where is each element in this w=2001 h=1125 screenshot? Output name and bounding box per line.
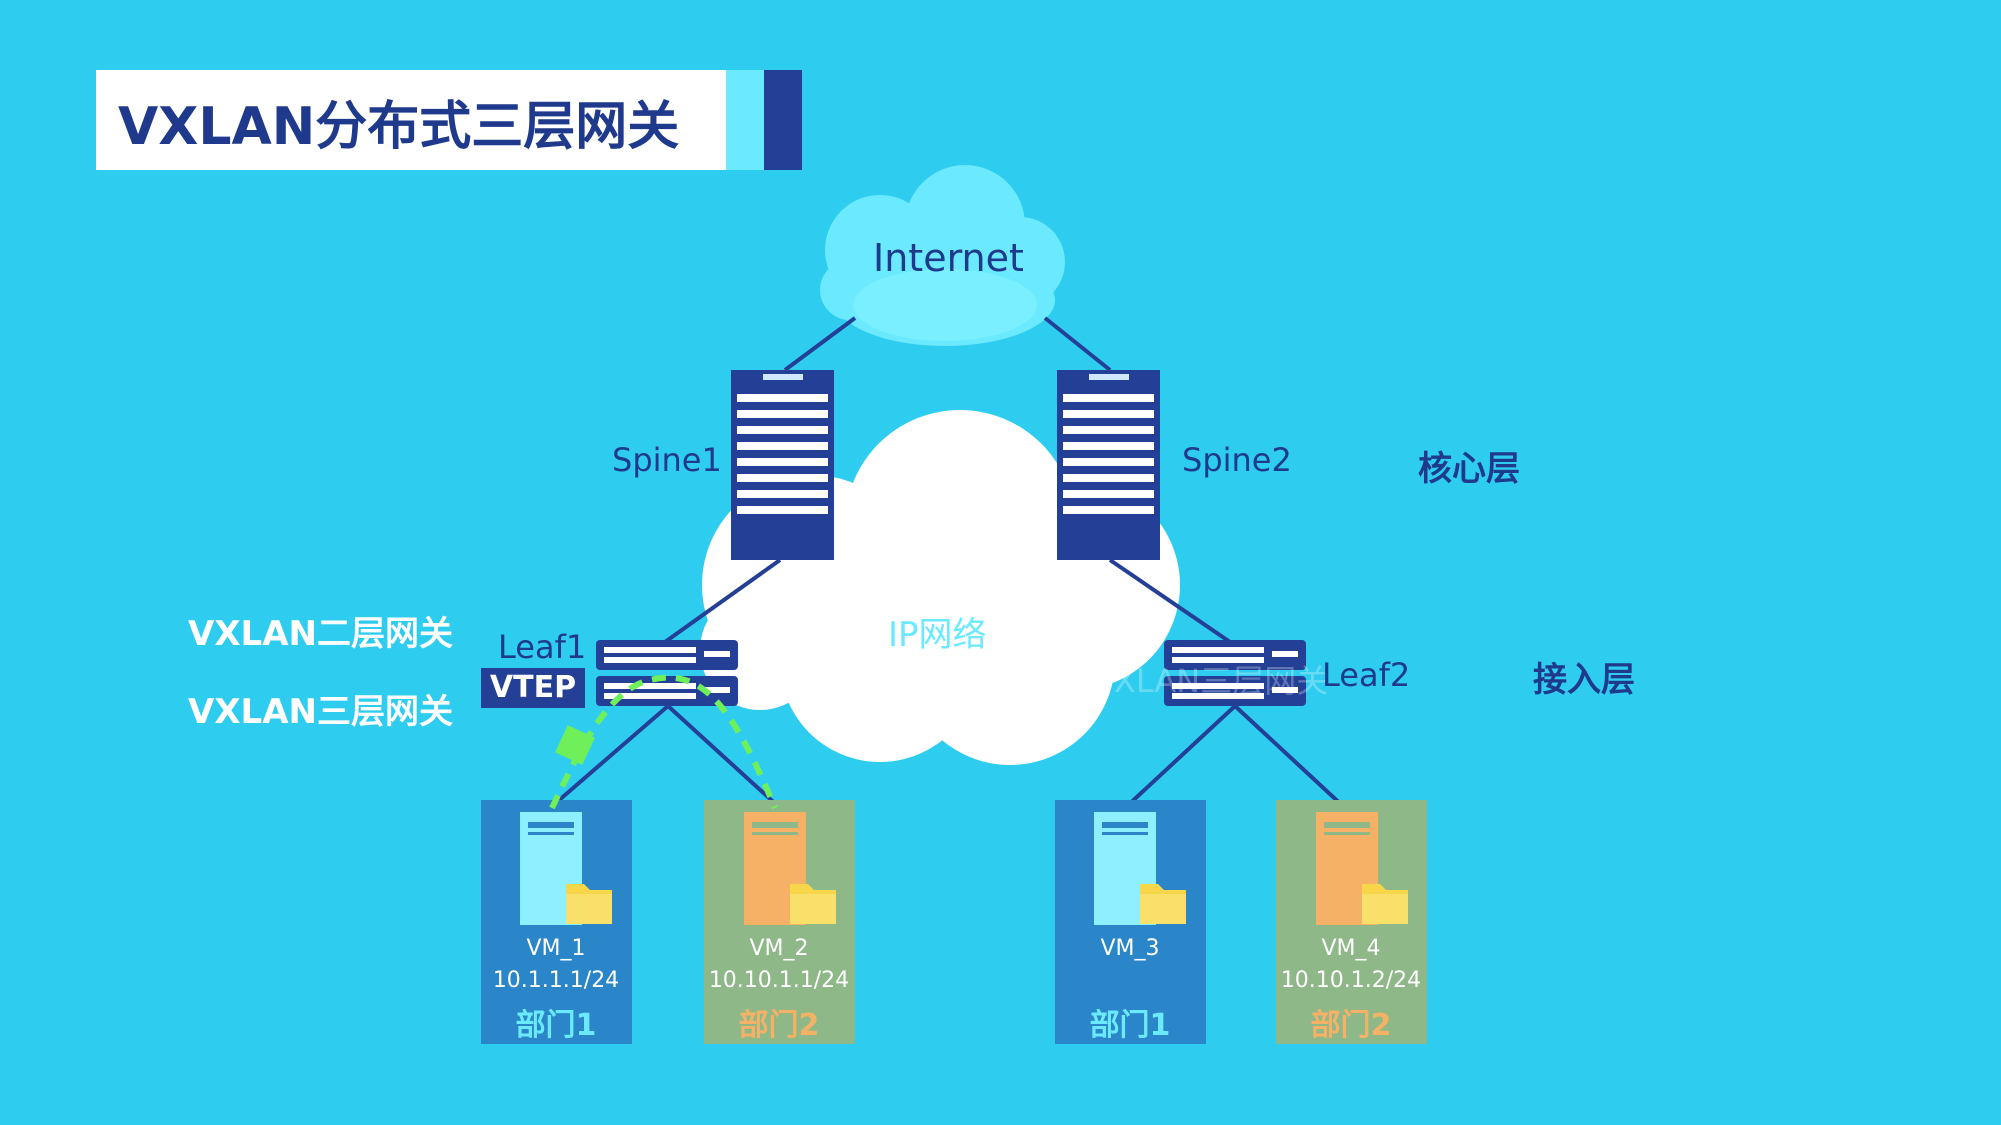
link-spine1-leaf1 (663, 558, 782, 644)
spine2-switch-icon (1057, 370, 1160, 560)
link-lines (548, 316, 1347, 810)
vm4-ip: 10.10.1.2/24 (1280, 968, 1422, 993)
spine1-label: Spine1 (612, 441, 722, 479)
link-internet-spine2 (1043, 316, 1112, 372)
vm2-name: VM_2 (749, 936, 809, 961)
internet-label: Internet (873, 236, 1024, 280)
vm2-ip: 10.10.1.1/24 (708, 968, 850, 993)
link-spine2-leaf1 (1108, 558, 1232, 644)
spine2-label: Spine2 (1182, 441, 1292, 479)
title-accent-light (726, 70, 764, 170)
access-layer-label: 接入层 (1533, 660, 1635, 700)
vxlan-l2-gateway-label: VXLAN二层网关 (188, 614, 453, 654)
leaf2-switch-icon (1164, 640, 1306, 706)
packet-icon (555, 725, 595, 765)
link-leaf1-vm2 (666, 704, 782, 810)
vm4-name: VM_4 (1321, 936, 1381, 961)
core-layer-label: 核心层 (1418, 449, 1520, 489)
link-leaf2-vm3 (1123, 704, 1237, 810)
title-banner (96, 70, 726, 170)
leaf2-label: Leaf2 (1322, 656, 1411, 694)
page-title: VXLAN分布式三层网关 (118, 97, 680, 157)
vm1-server-icon (520, 812, 612, 925)
vm1-ip: 10.1.1.1/24 (492, 968, 620, 993)
title-accent-dark (764, 70, 802, 170)
ip-network-label: IP网络 (888, 615, 987, 655)
vm3-server-icon (1094, 812, 1186, 925)
leaf1-switch-icon (596, 640, 738, 706)
vm3-name: VM_3 (1100, 936, 1160, 961)
link-leaf1-vm1 (548, 704, 670, 810)
vm1-dept: 部门1 (515, 1008, 597, 1043)
spine1-switch-icon (731, 370, 834, 560)
vm2-server-icon (744, 812, 836, 925)
link-leaf2-vm4 (1233, 704, 1347, 810)
link-internet-spine1 (783, 316, 857, 372)
vtep-badge: VTEP (481, 668, 585, 708)
vxlan-l3-gateway-label: VXLAN三层网关 (188, 692, 453, 732)
vm2-dept: 部门2 (738, 1008, 820, 1043)
vm4-dept: 部门2 (1310, 1008, 1392, 1043)
vm4-server-icon (1316, 812, 1408, 925)
internet-cloud-icon (820, 165, 1065, 346)
vm1-name: VM_1 (526, 936, 586, 961)
vm3-dept: 部门1 (1089, 1008, 1171, 1043)
leaf1-label: Leaf1 (498, 628, 587, 666)
traffic-path (549, 674, 778, 810)
leaf2-faded-gateway-label: VXLAN三层网关 (1092, 662, 1329, 700)
